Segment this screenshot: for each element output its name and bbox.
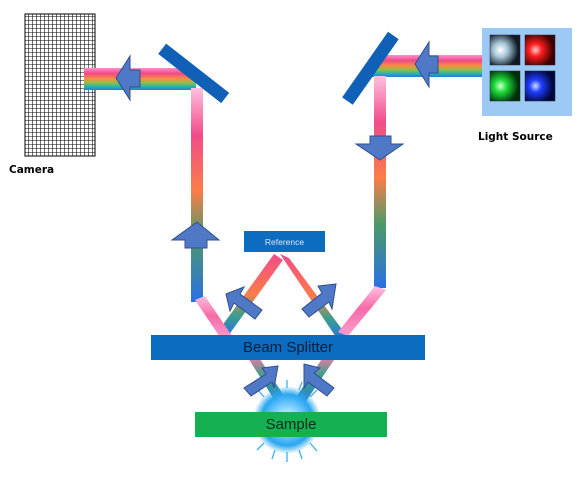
- arrow-upright-icon: [243, 365, 279, 397]
- arrow-upleft-icon: [225, 286, 263, 320]
- led-red: [524, 34, 556, 66]
- sample-box: Sample: [195, 412, 387, 437]
- beam-diag-left-lower: [195, 296, 232, 340]
- beam-left-vertical: [191, 88, 203, 302]
- reference-label: Reference: [264, 236, 305, 247]
- beam-right-vertical: [374, 76, 386, 288]
- arrow-left-icon: [414, 40, 439, 89]
- led-green: [489, 70, 521, 102]
- light-source-panel: [482, 28, 572, 116]
- led-white: [489, 34, 521, 66]
- beam-splitter-label: Beam Splitter: [242, 339, 334, 356]
- led-blue: [524, 70, 556, 102]
- arrow-down-icon: [354, 135, 405, 161]
- reference-box: Reference: [244, 231, 325, 252]
- beam-diag-ref-right: [280, 254, 347, 340]
- arrow-up-icon: [170, 221, 221, 249]
- arrow-left-icon: [115, 54, 141, 102]
- beam-diag-ref-left: [219, 254, 283, 336]
- mirror-top-left: [158, 43, 230, 104]
- arrow-upright-icon: [301, 283, 337, 318]
- mirror-top-right: [342, 31, 399, 105]
- beam-diag-right-lower: [338, 286, 386, 336]
- arrow-upleft-icon: [303, 363, 335, 397]
- sample-label: Sample: [265, 416, 317, 433]
- camera-label: Camera: [9, 164, 55, 176]
- beam-splitter-box: Beam Splitter: [151, 335, 425, 360]
- camera-sensor: [24, 13, 96, 157]
- light-source-label: Light Source: [478, 131, 553, 143]
